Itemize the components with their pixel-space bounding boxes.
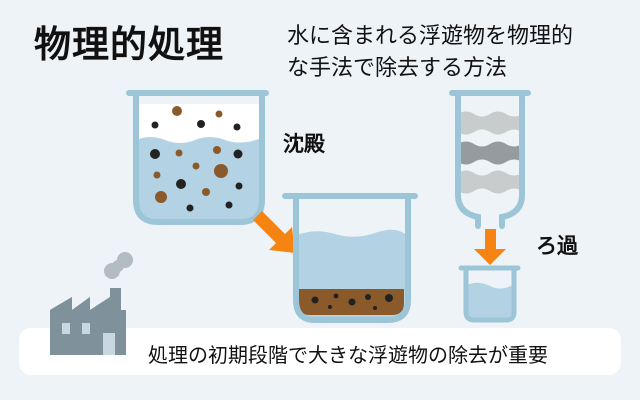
sedimentation-label: 沈殿 [283, 132, 325, 156]
beaker-with-particles [126, 90, 269, 225]
page-title: 物理的処理 [34, 23, 224, 66]
caption-text: 処理の初期段階で大きな浮遊物の除去が重要 [148, 343, 548, 367]
filtration-label: ろ過 [536, 234, 578, 258]
settling-beaker [282, 193, 418, 323]
filtered-water-beaker [458, 265, 521, 323]
arrow-down-icon [474, 229, 506, 265]
subtitle-line-1: 水に含まれる浮遊物を物理的 [287, 24, 574, 49]
subtitle-line-2: な手法で除去する方法 [287, 56, 508, 81]
arrow-icon [253, 211, 295, 253]
filter-column [449, 90, 531, 229]
